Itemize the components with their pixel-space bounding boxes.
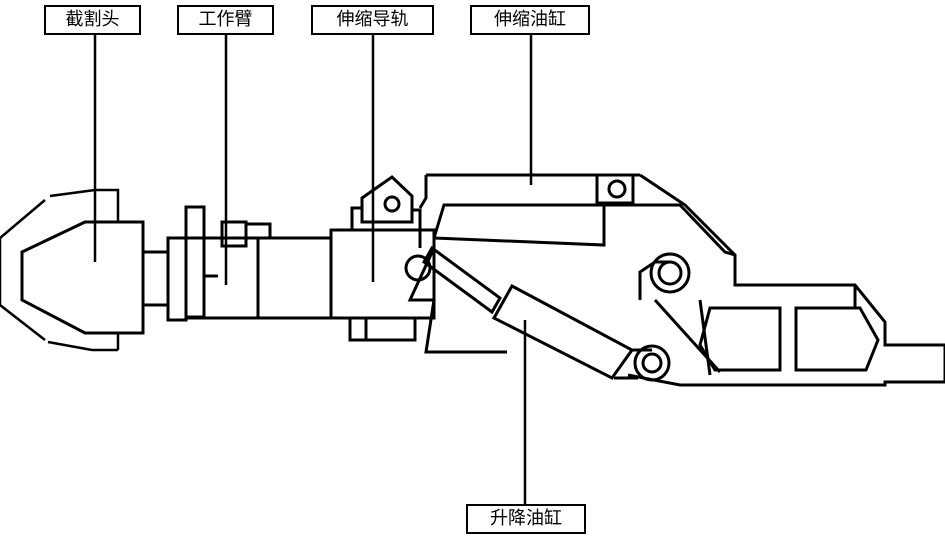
telescopic-guide <box>329 175 436 342</box>
label-telescopic-guide: 伸缩导轨 <box>311 5 434 35</box>
boom-housing <box>407 173 945 387</box>
pivot-pins <box>404 252 691 382</box>
lifting-cylinder <box>422 245 652 380</box>
working-arm <box>184 220 333 320</box>
label-working-arm: 工作臂 <box>177 5 274 35</box>
label-lifting-cylinder: 升降油缸 <box>466 504 586 534</box>
cutting-head <box>0 188 170 352</box>
flange-shaft <box>166 205 218 322</box>
label-cutting-head: 截割头 <box>44 5 141 35</box>
label-telescopic-cylinder: 伸缩油缸 <box>470 5 590 35</box>
leader-lines <box>93 35 533 504</box>
